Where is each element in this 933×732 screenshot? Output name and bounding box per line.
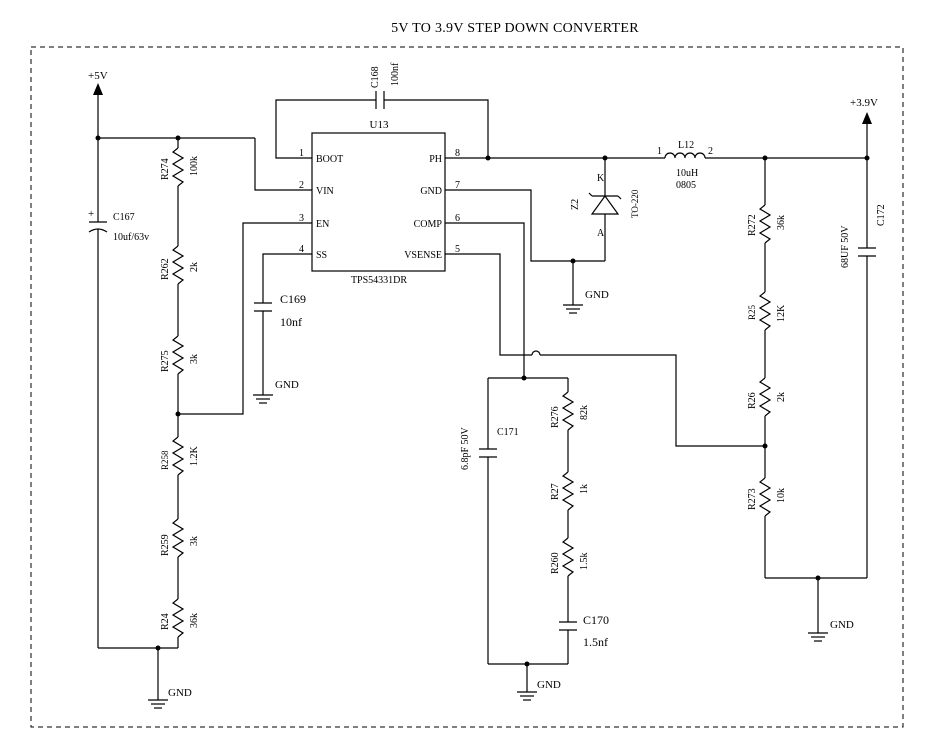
vout-power-symbol: +3.9V — [850, 97, 878, 158]
ic-part: TPS54331DR — [351, 275, 407, 286]
r25-value: 12K — [776, 304, 787, 322]
z2-k-label: K — [597, 173, 605, 184]
c172-value: 68UF 50V — [840, 225, 851, 268]
r258-ref: R258 — [160, 450, 170, 470]
r259-value: 3k — [189, 536, 200, 546]
pin-1-num: 1 — [299, 148, 304, 159]
gnd-label-ss: GND — [275, 379, 299, 391]
gnd-symbol-right: GND — [808, 578, 854, 642]
r25-ref: R25 — [747, 304, 757, 320]
capacitor-c167: + C167 10uf/63v — [88, 138, 149, 648]
gnd-symbol-comp: GND — [517, 664, 561, 701]
r272-ref: R272 — [747, 214, 758, 236]
c169-value: 10nf — [280, 315, 302, 329]
pin-6-num: 6 — [455, 213, 460, 224]
gnd-label-right: GND — [830, 619, 854, 631]
pin-comp-name: COMP — [414, 219, 443, 230]
r274-value: 100k — [189, 156, 200, 176]
gnd-label-comp: GND — [537, 679, 561, 691]
ic-body — [311, 132, 446, 272]
pin-boot-name: BOOT — [316, 154, 343, 165]
r262-ref: R262 — [160, 258, 171, 280]
l12-value: 10uH — [676, 168, 698, 179]
r276-value: 82k — [579, 405, 590, 420]
pin-2-num: 2 — [299, 180, 304, 191]
diode-z2: K A Z2 TO-220 — [570, 158, 640, 261]
sheet-border — [30, 46, 904, 728]
r26-ref: R26 — [747, 392, 758, 409]
c167-value: 10uf/63v — [113, 232, 149, 243]
r27-ref: R27 — [550, 483, 561, 500]
capacitor-c171: C171 6.8pF 50V — [460, 378, 519, 664]
ic-u13: U13 TPS54331DR 1 2 3 4 BOOT VIN EN SS 8 … — [292, 119, 465, 286]
c167-ref: C167 — [113, 212, 135, 223]
r273-ref: R273 — [747, 488, 758, 510]
r273-value: 10k — [776, 488, 787, 503]
pin-4-num: 4 — [299, 244, 304, 255]
z2-ref: Z2 — [570, 199, 581, 210]
pin-ss-name: SS — [316, 250, 327, 261]
r258-value: 1.2K — [189, 446, 200, 467]
r260-ref: R260 — [550, 552, 561, 574]
r276-ref: R276 — [550, 406, 561, 428]
r260-value: 1.5k — [579, 553, 590, 571]
c172-ref: C172 — [876, 204, 887, 226]
c171-value: 6.8pF 50V — [460, 426, 471, 470]
pin-vin-name: VIN — [316, 186, 334, 197]
capacitor-c172: 68UF 50V C172 — [840, 158, 887, 578]
gnd-label-left: GND — [168, 687, 192, 699]
r275-ref: R275 — [160, 350, 171, 372]
pin-7-num: 7 — [455, 180, 460, 191]
pin-en-name: EN — [316, 219, 329, 230]
r275-value: 3k — [189, 354, 200, 364]
pin-gnd-name: GND — [420, 186, 442, 197]
c168-ref: C168 — [370, 66, 381, 88]
r272-value: 36k — [776, 215, 787, 230]
vin-label: +5V — [88, 70, 108, 82]
gnd-label-diode: GND — [585, 289, 609, 301]
schematic-title: 5V TO 3.9V STEP DOWN CONVERTER — [391, 21, 639, 36]
z2-a-label: A — [597, 228, 605, 239]
r274-ref: R274 — [160, 158, 171, 180]
pin-ph-name: PH — [429, 154, 442, 165]
pin-vsense-name: VSENSE — [404, 250, 442, 261]
vin-power-symbol: +5V — [88, 70, 108, 138]
capacitor-c168: C168 100nf — [275, 62, 489, 159]
z2-package: TO-220 — [630, 189, 640, 218]
r24-value: 36k — [189, 613, 200, 628]
pin-3-num: 3 — [299, 213, 304, 224]
capacitor-c169: C169 10nf GND — [253, 253, 306, 404]
r259-ref: R259 — [160, 534, 171, 556]
inductor-l12: 1 2 L12 10uH 0805 — [657, 140, 713, 191]
l12-pin1: 1 — [657, 146, 662, 157]
gnd-symbol-left: GND — [148, 648, 192, 709]
c168-value: 100nf — [390, 62, 401, 86]
en-wire — [178, 222, 292, 415]
ic-ref: U13 — [370, 119, 389, 131]
c171-ref: C171 — [497, 427, 519, 438]
c169-ref: C169 — [280, 292, 306, 306]
r27-value: 1k — [579, 484, 590, 494]
r26-value: 2k — [776, 392, 787, 402]
vout-label: +3.9V — [850, 97, 878, 109]
pin-8-num: 8 — [455, 148, 460, 159]
pin-5-num: 5 — [455, 244, 460, 255]
r24-ref: R24 — [160, 613, 171, 630]
c170-value: 1.5nf — [583, 635, 608, 649]
gnd-symbol-diode: GND — [563, 261, 609, 314]
l12-pin2: 2 — [708, 146, 713, 157]
l12-ref: L12 — [678, 140, 694, 151]
l12-package: 0805 — [676, 180, 696, 191]
r262-value: 2k — [189, 262, 200, 272]
c170-ref: C170 — [583, 613, 609, 627]
c167-polarity: + — [88, 208, 94, 220]
